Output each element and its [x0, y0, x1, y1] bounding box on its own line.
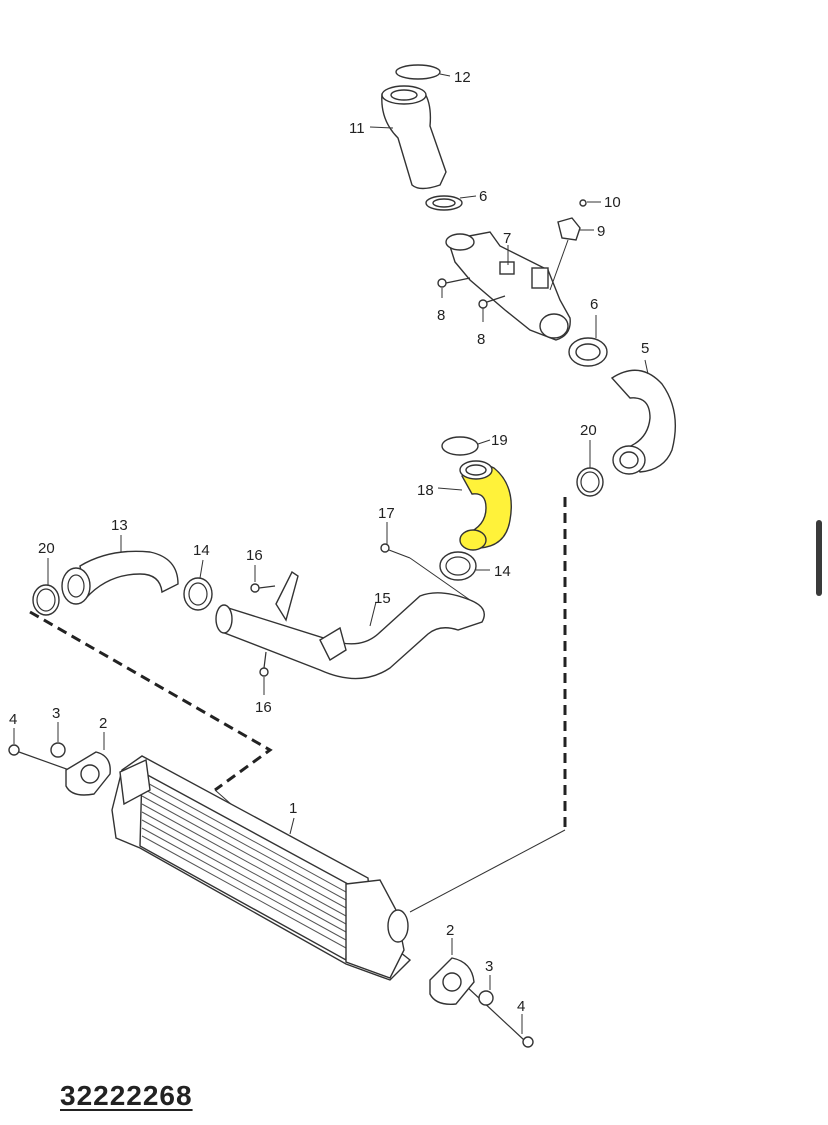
callout-15: 15	[374, 590, 391, 607]
callout-14-right: 14	[494, 563, 511, 580]
callout-8-left: 8	[437, 307, 445, 324]
callout-8-right: 8	[477, 331, 485, 348]
part-5-hose	[610, 359, 677, 475]
callout-18: 18	[417, 482, 434, 499]
callout-1: 1	[289, 800, 297, 817]
part-19-seal-ring	[441, 436, 491, 456]
callout-3-left: 3	[52, 705, 60, 722]
callout-6-lower: 6	[590, 296, 598, 313]
part-14-clamp-right	[439, 551, 490, 581]
callout-4-right: 4	[517, 998, 525, 1015]
part-11-elbow-tube	[369, 85, 447, 190]
part-8-bolt-a	[437, 277, 471, 298]
part-2-mount-bracket-right	[429, 938, 475, 1005]
part-8-bolt-b	[478, 295, 506, 322]
callout-5: 5	[641, 340, 649, 357]
callout-10: 10	[604, 194, 621, 211]
part-17-bolt	[380, 522, 471, 601]
callout-labels: 12 11 6 10 9 7 8 8 6 5 20 19 18 17 13 20…	[9, 69, 649, 1015]
callout-14-left: 14	[193, 542, 210, 559]
dashed-connector-left	[29, 610, 273, 792]
part-16-bolt-upper	[250, 565, 276, 593]
part-20-seal-left	[32, 558, 60, 616]
part-3-screw-left	[50, 722, 66, 758]
scrollbar-handle[interactable]	[816, 520, 822, 596]
part-6-clamp-lower	[568, 315, 608, 367]
callout-20-left: 20	[38, 540, 55, 557]
part-16-bolt-lower	[259, 651, 269, 695]
part-10-screw	[579, 199, 601, 207]
part-2-mount-bracket-left	[65, 732, 111, 796]
part-15-charge-pipe	[215, 570, 485, 680]
part-4-long-bolt-right	[465, 985, 534, 1048]
callout-20-right: 20	[580, 422, 597, 439]
part-7-pipe-housing	[445, 231, 571, 341]
part-1-intercooler	[111, 755, 412, 981]
part-14-clamp-left	[183, 559, 213, 611]
callout-19: 19	[491, 432, 508, 449]
callout-7: 7	[503, 230, 511, 247]
part-12-seal-ring	[395, 64, 451, 80]
part-number-label: 32222268	[60, 1080, 193, 1111]
part-3-screw-right	[478, 975, 494, 1006]
callout-6-upper: 6	[479, 188, 487, 205]
callout-3-right: 3	[485, 958, 493, 975]
callout-9: 9	[597, 223, 605, 240]
part-18-hose-highlighted	[437, 460, 512, 551]
callout-4-left: 4	[9, 711, 17, 728]
callout-16-lower: 16	[255, 699, 272, 716]
part-9-sensor	[549, 217, 594, 291]
part-13-hose	[61, 535, 179, 605]
callout-11: 11	[349, 120, 365, 137]
callout-16-upper: 16	[246, 547, 263, 564]
callout-12: 12	[454, 69, 471, 86]
callout-2-right: 2	[446, 922, 454, 939]
callout-2-left: 2	[99, 715, 107, 732]
callout-13: 13	[111, 517, 128, 534]
part-20-seal-right	[576, 440, 604, 497]
part-6-clamp-upper	[425, 195, 477, 211]
callout-17: 17	[378, 505, 395, 522]
